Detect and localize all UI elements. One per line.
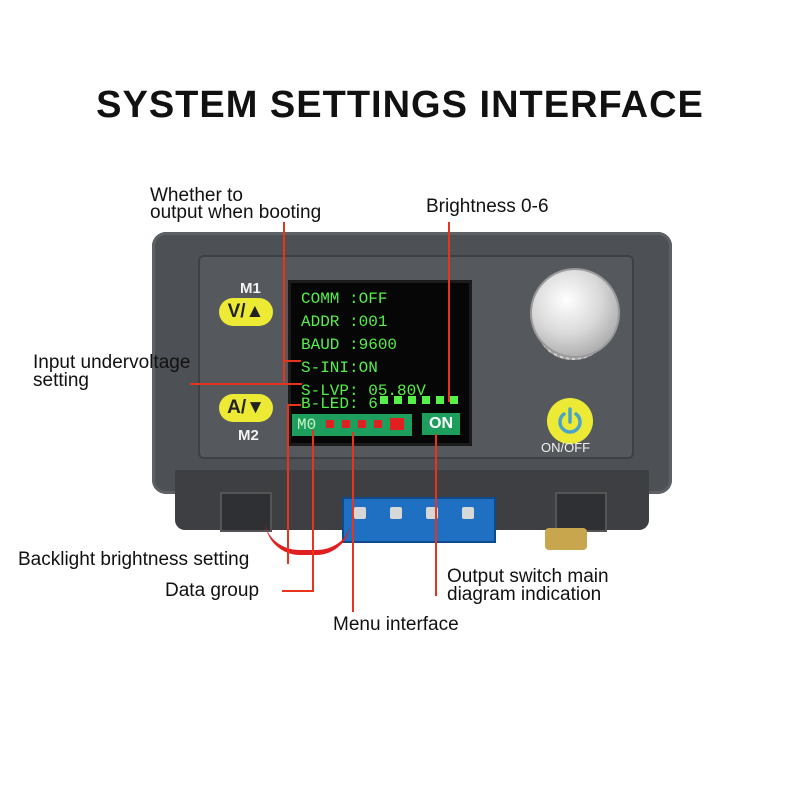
output-state-badge: ON <box>422 413 460 435</box>
mounting-clip <box>555 492 607 532</box>
status-indicator <box>390 418 404 430</box>
annotation-line <box>190 383 302 385</box>
screen-line-s-lvp: S-LVP: 05.80V <box>301 382 426 400</box>
screen-line-s-ini: S-INI:ON <box>301 359 378 377</box>
m2-label: M2 <box>238 427 259 444</box>
screen-line-baud: BAUD :9600 <box>301 336 398 354</box>
annotation-boot-output-1: Whether to <box>150 185 243 206</box>
annotation-backlight: Backlight brightness setting <box>18 549 250 570</box>
annotation-line <box>448 222 450 402</box>
m1-label: M1 <box>240 280 261 297</box>
v-up-button[interactable]: V/▲ <box>219 298 273 326</box>
data-group-label: M0 <box>297 416 317 434</box>
annotation-line <box>283 360 301 362</box>
a-down-button[interactable]: A/▼ <box>219 394 273 422</box>
screen-line-b-led: B-LED: 6 <box>301 395 378 413</box>
status-indicator <box>326 420 334 428</box>
annotation-boot-output-2: output when booting <box>150 202 322 223</box>
annotation-data-group: Data group <box>165 580 260 601</box>
terminal-block <box>342 497 496 543</box>
rotary-knob[interactable] <box>530 268 620 358</box>
annotation-brightness: Brightness 0-6 <box>426 196 549 217</box>
page-title: SYSTEM SETTINGS INTERFACE <box>96 84 704 126</box>
annotation-line <box>435 434 437 596</box>
brightness-indicator <box>380 396 458 404</box>
annotation-undervoltage-1: Input undervoltage <box>33 352 191 373</box>
screen-line-comm: COMM :OFF <box>301 290 388 308</box>
annotation-menu: Menu interface <box>333 614 459 635</box>
annotation-line <box>352 432 354 612</box>
mounting-clip <box>220 492 272 532</box>
annotation-line <box>287 404 289 564</box>
annotation-output-switch-1: Output switch main <box>447 566 609 587</box>
annotation-undervoltage-2: setting <box>33 370 89 391</box>
annotation-line <box>283 222 285 382</box>
annotation-line <box>287 404 301 406</box>
status-indicator <box>342 420 350 428</box>
status-indicator <box>374 420 382 428</box>
power-icon <box>558 407 582 434</box>
status-indicator <box>358 420 366 428</box>
power-button[interactable] <box>547 398 593 444</box>
status-bar <box>292 414 412 436</box>
brass-connector <box>545 528 587 550</box>
red-wire <box>265 520 351 555</box>
annotation-output-switch-2: diagram indication <box>447 584 602 605</box>
power-label: ON/OFF <box>541 440 591 455</box>
annotation-line <box>282 590 312 592</box>
screen-line-addr: ADDR :001 <box>301 313 388 331</box>
annotation-line <box>312 430 314 592</box>
